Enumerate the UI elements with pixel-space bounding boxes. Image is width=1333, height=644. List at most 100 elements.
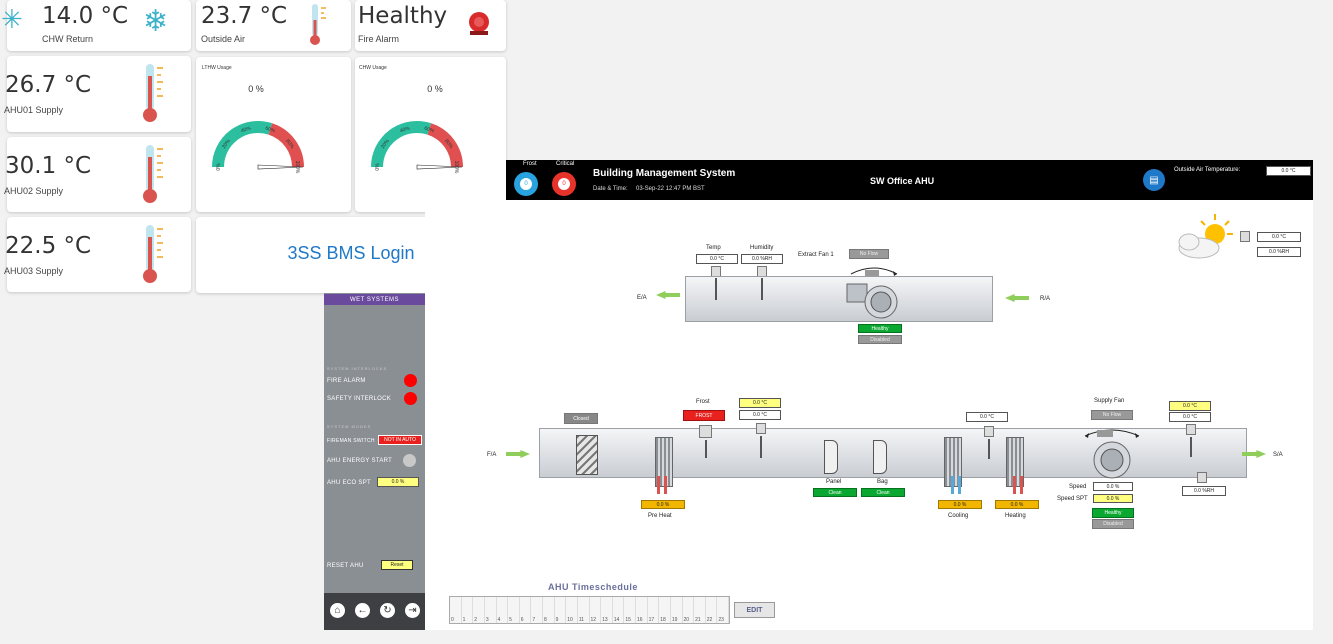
outside-air-label: Outside Air Temperature: [1174, 167, 1241, 173]
bms-login-link[interactable]: 3SS BMS Login [287, 243, 415, 263]
gauge-tick-label: 80% [284, 138, 295, 150]
gauge-tick-label: 20% [221, 138, 232, 150]
fireman-switch-status: NOT IN AUTO [378, 435, 422, 445]
reset-ahu-button[interactable]: Reset [381, 560, 413, 570]
supply-air-label: S/A [1273, 452, 1283, 458]
eco-spt-label: AHU ECO SPT [327, 480, 371, 486]
schedule-hour: 9 [555, 597, 567, 623]
safety-interlock-label: SAFETY INTERLOCK [327, 396, 392, 402]
frost-temp: 0.0 °C [739, 410, 781, 420]
extract-fan-icon [846, 267, 898, 319]
gauge-tick-label: 20% [380, 138, 391, 150]
return-arrow-icon [1005, 294, 1029, 302]
supply-fan-speed-spt[interactable]: 0.0 % [1093, 494, 1133, 503]
fire-alarm-lamp [404, 374, 417, 387]
tile-ahu03-supply: 22.5 °C AHU03 Supply [4, 217, 191, 292]
schedule-hour: 13 [601, 597, 613, 623]
gauge-band-normal [212, 121, 273, 168]
schedule-hour: 17 [648, 597, 660, 623]
tile-chw-return: ✳ 14.0 °C CHW Return ❄ [1, 0, 191, 51]
frost-stat-icon [699, 425, 712, 438]
extract-probe [715, 278, 717, 300]
gauge-title: CHW Usage [359, 65, 387, 71]
schedule-hour: 19 [671, 597, 683, 623]
schedule-hour: 5 [508, 597, 520, 623]
heating-pipe [1020, 476, 1023, 494]
notes-icon[interactable]: ▤ [1143, 169, 1165, 191]
extract-humidity-label: Humidity [750, 245, 774, 251]
wet-systems-title: WET SYSTEMS [324, 294, 425, 305]
extract-probe [761, 278, 763, 300]
schedule-hour: 7 [531, 597, 543, 623]
tile-value: 30.1 °C [5, 153, 92, 179]
extract-humidity-value: 0.0 %RH [741, 254, 783, 264]
supply-arrow-icon [1242, 450, 1266, 458]
extract-fan-mode: Disabled [858, 335, 902, 344]
schedule-hour: 4 [497, 597, 509, 623]
exhaust-label: E/A [637, 295, 647, 301]
frost-temp-probe [760, 436, 762, 458]
heating-label: Heating [1005, 513, 1026, 519]
schedule-hour: 15 [624, 597, 636, 623]
usage-gauge: 0%20%40%60%80%100% [371, 121, 463, 174]
supply-fan-speed: 0.0 % [1093, 482, 1133, 491]
schedule-hour: 2 [473, 597, 485, 623]
refresh-icon[interactable]: ↻ [380, 603, 395, 618]
extract-fan-flow: No Flow [849, 249, 889, 259]
supply-fan-flow: No Flow [1091, 410, 1133, 420]
schedule-hour: 23 [717, 597, 729, 623]
frost-status: FROST [683, 410, 725, 421]
bag-filter-status: Clean [861, 488, 905, 497]
offcoil-temp: 0.0 °C [966, 412, 1008, 422]
gauge-needle [416, 164, 463, 170]
return-label: R/A [1040, 296, 1051, 302]
eco-spt-value[interactable]: 0.0 % [377, 477, 419, 487]
alarm-count: 0 [520, 178, 532, 190]
tile-value: 23.7 °C [201, 3, 288, 29]
gauge-band-normal [371, 121, 432, 168]
datetime-value: 03-Sep-22 12:47 PM BST [636, 186, 705, 192]
tile-outside-air: 23.7 °C Outside Air [196, 0, 351, 51]
schedule-hour: 0 [450, 597, 462, 623]
logout-icon[interactable]: ⇥ [405, 603, 420, 618]
thermometer-icon [310, 4, 326, 45]
schedule-hour: 12 [590, 597, 602, 623]
supply-temp-probe [1190, 437, 1192, 457]
home-icon[interactable]: ⌂ [330, 603, 345, 618]
panel-filter-label: Panel [826, 479, 842, 485]
schedule-edit-button[interactable]: EDIT [734, 602, 775, 618]
fire-alarm-bell-icon [469, 12, 489, 35]
frost-setpoint: 0.0 °C [739, 398, 781, 408]
bms-header [506, 160, 1313, 200]
tile-value: Healthy [358, 3, 448, 29]
heating-value: 0.0 % [995, 500, 1039, 509]
gauge-tick-label: 40% [240, 125, 252, 134]
critical-alarm-button[interactable]: 0 [552, 172, 576, 196]
gauge-tick-label: 60% [423, 126, 435, 135]
tile-label: AHU02 Supply [4, 186, 64, 196]
heating-pipe [1013, 476, 1016, 494]
supply-setpoint[interactable]: 0.0 °C [1169, 401, 1211, 411]
weather-temp: 0.0 °C [1257, 232, 1301, 242]
schedule-hour: 20 [683, 597, 695, 623]
schedule-hour: 18 [659, 597, 671, 623]
gauge-title: LTHW Usage [202, 65, 232, 71]
cooling-pipe [958, 476, 961, 494]
preheat-pipe [664, 476, 667, 494]
extract-temp-label: Temp [706, 245, 721, 251]
thermometer-icon [143, 64, 163, 122]
alarm-critical-label: Critical [556, 161, 575, 167]
modes-heading: SYSTEM MODES [327, 424, 372, 429]
supply-humidity-sensor [1197, 472, 1207, 483]
back-icon[interactable]: ← [355, 603, 370, 618]
supply-fan-status: Healthy [1092, 508, 1134, 518]
frost-temp-sensor [756, 423, 766, 434]
supply-fan-label: Supply Fan [1094, 398, 1125, 404]
gauge-value: 0 % [427, 84, 443, 94]
tile-label: AHU03 Supply [4, 266, 64, 276]
weather-humidity: 0.0 %RH [1257, 247, 1301, 257]
frost-alarm-button[interactable]: 0 [514, 172, 538, 196]
preheat-pipe [657, 476, 660, 494]
tile-label: AHU01 Supply [4, 105, 64, 115]
